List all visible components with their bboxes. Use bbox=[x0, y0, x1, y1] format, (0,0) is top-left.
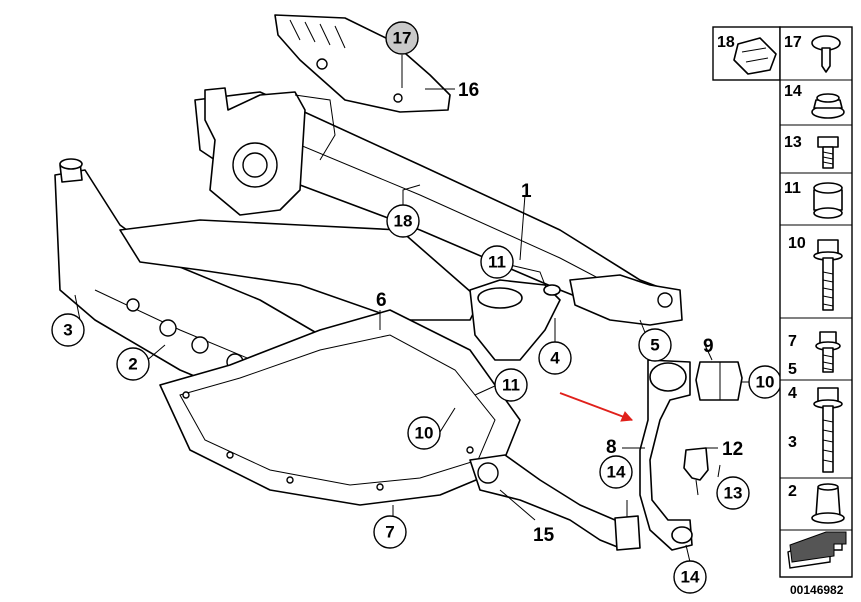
legend-label-10: 10 bbox=[788, 235, 806, 252]
callout-10-left: 10 bbox=[407, 416, 441, 450]
legend-label-13: 13 bbox=[784, 134, 802, 151]
callout-17: 17 bbox=[385, 21, 419, 55]
callout-15: 15 bbox=[533, 525, 555, 546]
clip-nut-icon bbox=[733, 37, 777, 75]
callout-8: 8 bbox=[606, 437, 617, 458]
hex-collar-nut-icon bbox=[811, 93, 845, 119]
callout-2: 2 bbox=[116, 347, 150, 381]
expansion-rivet-icon bbox=[811, 35, 841, 73]
callout-13: 13 bbox=[716, 476, 750, 510]
svg-text:13: 13 bbox=[724, 484, 743, 503]
svg-text:14: 14 bbox=[681, 568, 700, 587]
diagram-reference-number: 00146982 bbox=[790, 583, 844, 597]
legend-label-17: 17 bbox=[784, 34, 802, 51]
callout-11-bottom: 11 bbox=[494, 368, 528, 402]
svg-text:3: 3 bbox=[63, 321, 72, 340]
callout-10-right: 10 bbox=[748, 365, 782, 399]
callout-9: 9 bbox=[703, 336, 714, 357]
reinforcement-plate-part bbox=[159, 309, 521, 506]
rubber-mount-part bbox=[695, 361, 743, 401]
callout-14-bottom: 14 bbox=[673, 560, 707, 594]
callout-11-top: 11 bbox=[480, 245, 514, 279]
callout-3: 3 bbox=[51, 313, 85, 347]
flange-nut-icon bbox=[811, 483, 845, 524]
legend-label-4: 4 bbox=[788, 385, 797, 402]
long-bolt-icon bbox=[813, 239, 843, 311]
legend-label-5: 5 bbox=[788, 361, 797, 378]
legend-label-14: 14 bbox=[784, 83, 802, 100]
callout-1: 1 bbox=[521, 181, 532, 202]
svg-text:10: 10 bbox=[415, 424, 434, 443]
flange-bolt-icon bbox=[815, 331, 841, 373]
svg-text:7: 7 bbox=[385, 523, 394, 542]
svg-text:14: 14 bbox=[607, 463, 626, 482]
callout-16: 16 bbox=[458, 80, 479, 101]
svg-text:5: 5 bbox=[650, 336, 659, 355]
ball-joint-part bbox=[683, 447, 709, 496]
pointer-arrow bbox=[559, 392, 634, 422]
short-bolt-icon bbox=[817, 136, 839, 169]
legend-label-7: 7 bbox=[788, 333, 797, 350]
svg-text:10: 10 bbox=[756, 373, 775, 392]
legend-label-18: 18 bbox=[717, 34, 735, 51]
legend-label-3: 3 bbox=[788, 434, 797, 451]
svg-text:17: 17 bbox=[393, 29, 412, 48]
legend-label-11: 11 bbox=[784, 180, 801, 197]
svg-text:11: 11 bbox=[502, 376, 520, 395]
callout-5: 5 bbox=[638, 328, 672, 362]
callout-12: 12 bbox=[722, 439, 743, 460]
tension-strut-part bbox=[639, 359, 693, 551]
svg-text:18: 18 bbox=[394, 212, 413, 231]
svg-text:11: 11 bbox=[488, 253, 506, 272]
hex-bolt-icon bbox=[813, 387, 843, 473]
wishbone-part bbox=[469, 454, 641, 551]
self-locking-nut-icon bbox=[813, 182, 843, 219]
hardware-legend-panel: 18 17 14 13 11 10 7 5 4 3 2 bbox=[712, 26, 853, 578]
svg-text:4: 4 bbox=[550, 349, 560, 368]
svg-text:2: 2 bbox=[128, 355, 137, 374]
callout-6: 6 bbox=[376, 290, 387, 311]
direction-arrow-icon bbox=[787, 531, 847, 569]
callout-18: 18 bbox=[386, 204, 420, 238]
callout-4: 4 bbox=[538, 341, 572, 375]
legend-label-2: 2 bbox=[788, 483, 797, 500]
callout-14-mid: 14 bbox=[599, 455, 633, 489]
callout-7: 7 bbox=[373, 515, 407, 549]
heat-shield-part bbox=[274, 14, 451, 113]
